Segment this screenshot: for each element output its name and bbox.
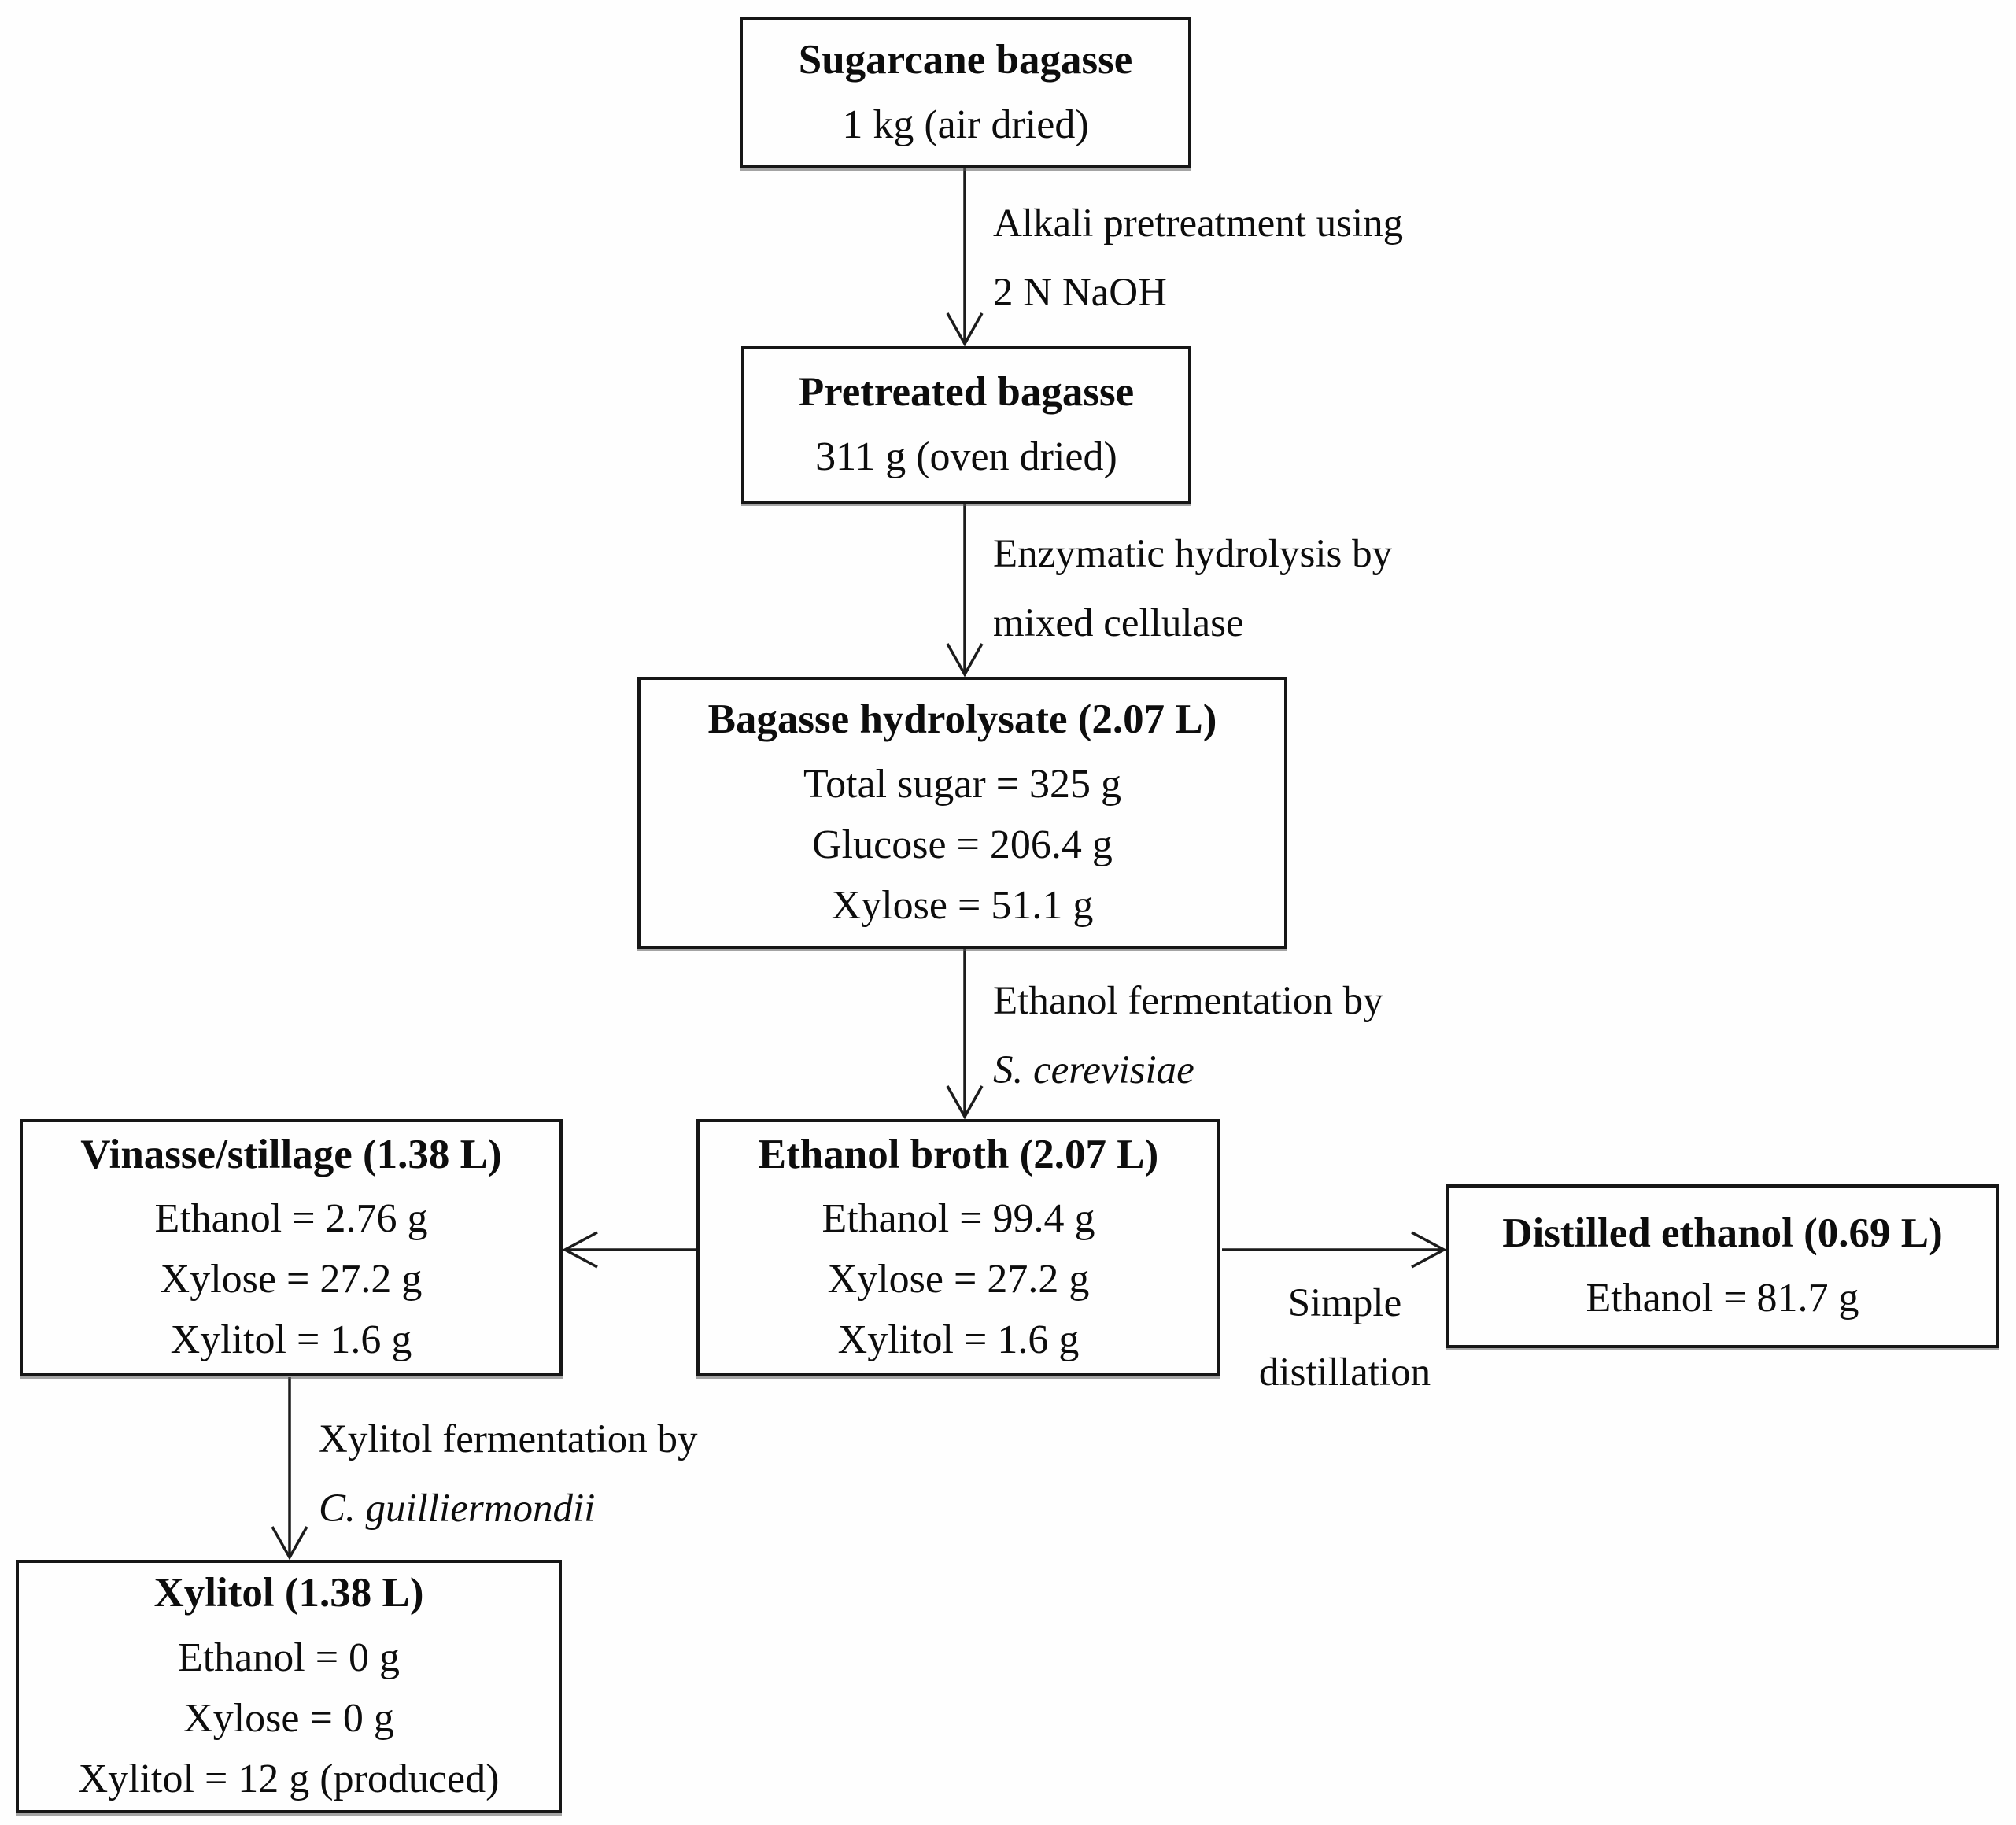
box-title: Ethanol broth (2.07 L) [758, 1131, 1159, 1177]
box-vinasse-stillage: Vinasse/stillage (1.38 L) Ethanol = 2.76… [20, 1119, 563, 1376]
edge-label-line: Enzymatic hydrolysis by [993, 532, 1393, 576]
box-line: Xylose = 0 g [183, 1695, 394, 1741]
box-title: Vinasse/stillage (1.38 L) [80, 1131, 502, 1177]
edge-label-species-name: S. cerevisiae [993, 1048, 1194, 1092]
arrow-right-icon [1411, 1231, 1447, 1269]
box-line: Xylitol = 12 g (produced) [78, 1756, 500, 1801]
box-line: Ethanol = 81.7 g [1586, 1275, 1859, 1321]
edge-label-simple-distillation: Simple distillation [1242, 1269, 1448, 1407]
box-line: 1 kg (air dried) [842, 102, 1089, 147]
box-line: Ethanol = 0 g [177, 1635, 401, 1680]
edge-label-species-name: C. guilliermondii [319, 1487, 596, 1531]
box-line: Ethanol = 99.4 g [822, 1196, 1095, 1242]
box-line: Glucose = 206.4 g [812, 822, 1113, 867]
box-title: Sugarcane bagasse [798, 37, 1133, 83]
box-line: Xylitol = 1.6 g [170, 1317, 412, 1363]
box-title: Bagasse hydrolysate (2.07 L) [707, 696, 1217, 743]
box-sugarcane-bagasse: Sugarcane bagasse 1 kg (air dried) [740, 17, 1191, 168]
edge-label-enzymatic-hydrolysis: Enzymatic hydrolysis by mixed cellulase [993, 519, 1392, 658]
box-title: Pretreated bagasse [798, 369, 1135, 416]
box-line: 311 g (oven dried) [815, 434, 1117, 479]
edge-label-line: Ethanol fermentation by [993, 979, 1383, 1023]
box-line: Ethanol = 2.76 g [154, 1196, 428, 1242]
box-line: Xylose = 51.1 g [831, 882, 1094, 928]
box-bagasse-hydrolysate: Bagasse hydrolysate (2.07 L) Total sugar… [637, 677, 1287, 949]
arrow-down-icon [946, 1085, 984, 1120]
edge-label-alkali-pretreatment: Alkali pretreatment using 2 N NaOH [993, 189, 1403, 327]
box-title: Xylitol (1.38 L) [153, 1570, 424, 1616]
edge-label-line: Xylitol fermentation by [319, 1417, 698, 1461]
box-pretreated-bagasse: Pretreated bagasse 311 g (oven dried) [741, 346, 1191, 504]
box-line: Total sugar = 325 g [803, 761, 1122, 807]
box-line: Xylitol = 1.6 g [837, 1317, 1080, 1363]
arrow-down-icon [946, 643, 984, 678]
box-line: Xylose = 27.2 g [827, 1257, 1090, 1302]
box-ethanol-broth: Ethanol broth (2.07 L) Ethanol = 99.4 g … [696, 1119, 1220, 1376]
edge-label-line: Simple [1287, 1281, 1402, 1325]
box-line: Xylose = 27.2 g [160, 1257, 423, 1302]
edge-label-ethanol-fermentation: Ethanol fermentation by S. cerevisiae [993, 966, 1383, 1105]
box-xylitol-product: Xylitol (1.38 L) Ethanol = 0 g Xylose = … [16, 1560, 562, 1813]
box-title: Distilled ethanol (0.69 L) [1502, 1210, 1943, 1257]
edge-label-line: mixed cellulase [993, 601, 1244, 645]
box-distilled-ethanol: Distilled ethanol (0.69 L) Ethanol = 81.… [1446, 1184, 1999, 1348]
arrow-down-icon [271, 1526, 308, 1561]
edge-label-line: distillation [1258, 1350, 1431, 1395]
edge-label-xylitol-fermentation: Xylitol fermentation by C. guilliermondi… [319, 1405, 698, 1543]
edge-label-line: 2 N NaOH [993, 271, 1167, 315]
edge-label-line: Alkali pretreatment using [993, 201, 1404, 246]
arrow-left-icon [562, 1231, 598, 1269]
arrow-down-icon [946, 312, 984, 347]
